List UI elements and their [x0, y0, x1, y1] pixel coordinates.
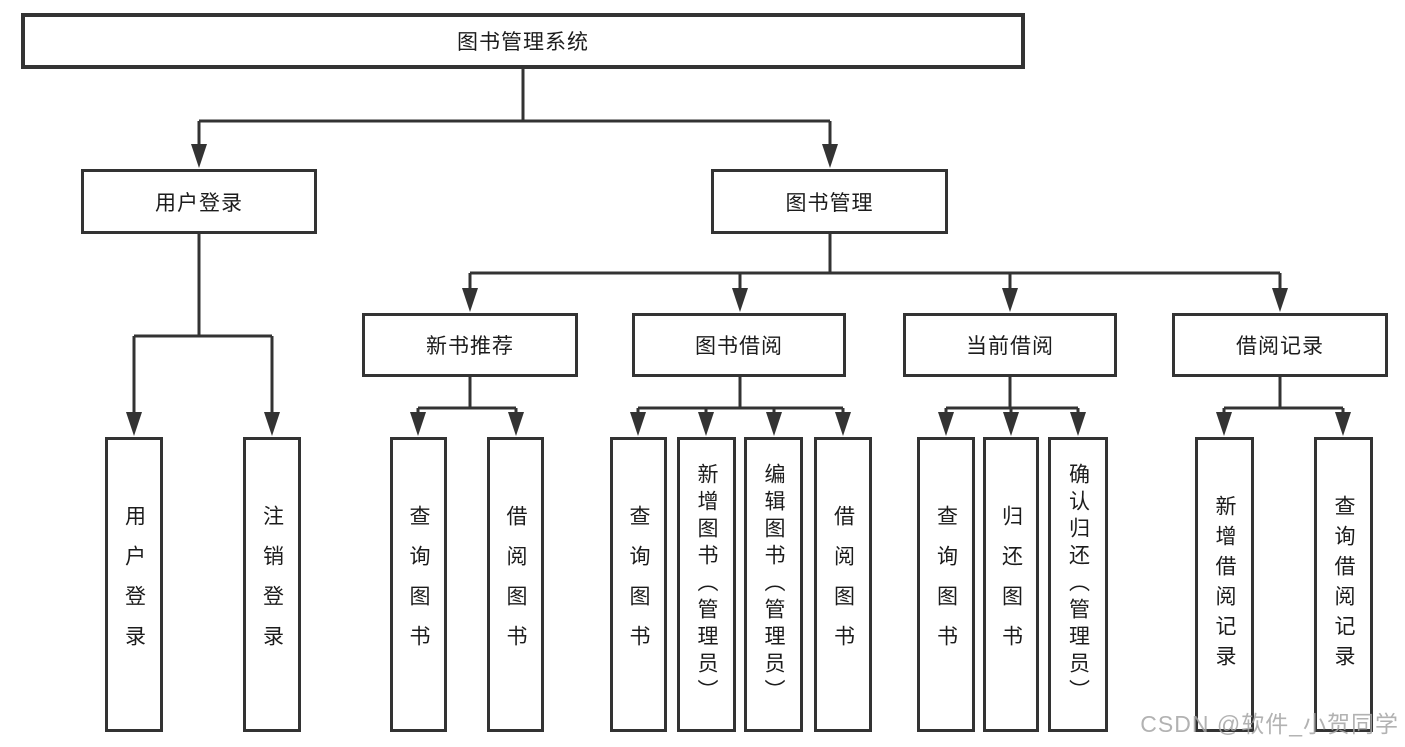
connector-root-to-level2: [197, 69, 832, 150]
csdn-watermark: CSDN @软件_小贺同学: [1140, 711, 1399, 737]
node-label: 图书借阅: [695, 335, 783, 358]
leaf-add-borrow-record: 新增借阅记录: [1195, 437, 1254, 732]
node-label: 图书管理系统: [457, 31, 589, 54]
node-label: 查询图书: [934, 504, 958, 665]
node-book-borrow: 图书借阅: [632, 313, 846, 377]
node-borrow-records: 借阅记录: [1172, 313, 1388, 377]
node-label: 编辑图书（管理员）: [762, 463, 785, 706]
node-current-borrow: 当前借阅: [903, 313, 1117, 377]
node-new-book-recommend: 新书推荐: [362, 313, 578, 377]
leaf-borrow-books-recommend: 借阅图书: [487, 437, 544, 732]
leaf-edit-book-admin: 编辑图书（管理员）: [744, 437, 803, 732]
connector-book-borrow-branch: [636, 377, 845, 420]
leaf-query-books-current: 查询图书: [917, 437, 975, 732]
leaf-query-books-borrow: 查询图书: [610, 437, 667, 732]
node-label: 查询图书: [627, 504, 650, 665]
node-label: 新书推荐: [426, 335, 514, 358]
connector-book-management-branch: [468, 234, 1282, 294]
node-label: 用户登录: [122, 504, 146, 665]
node-library-management-system: 图书管理系统: [21, 13, 1025, 69]
leaf-user-login: 用户登录: [105, 437, 163, 732]
node-label: 新增借阅记录: [1213, 494, 1236, 675]
node-label: 借阅图书: [504, 504, 527, 665]
node-label: 查询借阅记录: [1332, 494, 1355, 675]
leaf-logout: 注销登录: [243, 437, 301, 732]
node-label: 确认归还（管理员）: [1066, 463, 1090, 706]
leaf-query-borrow-record: 查询借阅记录: [1314, 437, 1373, 732]
node-label: 借阅记录: [1236, 335, 1324, 358]
node-book-management: 图书管理: [711, 169, 948, 234]
connector-new-book-recommend-branch: [416, 377, 518, 420]
node-label: 图书管理: [785, 191, 874, 215]
arrowheads: [126, 144, 1351, 436]
node-label: 归还图书: [999, 504, 1023, 665]
leaf-return-book: 归还图书: [983, 437, 1039, 732]
node-user-login: 用户登录: [81, 169, 317, 234]
leaf-query-books-recommend: 查询图书: [390, 437, 447, 732]
node-label: 用户登录: [155, 191, 243, 215]
leaf-add-book-admin: 新增图书（管理员）: [677, 437, 736, 732]
node-label: 注销登录: [260, 504, 284, 665]
node-label: 查询图书: [407, 504, 430, 665]
leaf-borrow-books-borrow: 借阅图书: [814, 437, 872, 732]
node-label: 当前借阅: [966, 335, 1054, 358]
node-label: 新增图书（管理员）: [695, 463, 718, 706]
connector-borrow-records-branch: [1222, 377, 1345, 420]
leaf-confirm-return-admin: 确认归还（管理员）: [1048, 437, 1108, 732]
connector-user-login-branch: [132, 234, 274, 418]
node-label: 借阅图书: [831, 504, 855, 665]
